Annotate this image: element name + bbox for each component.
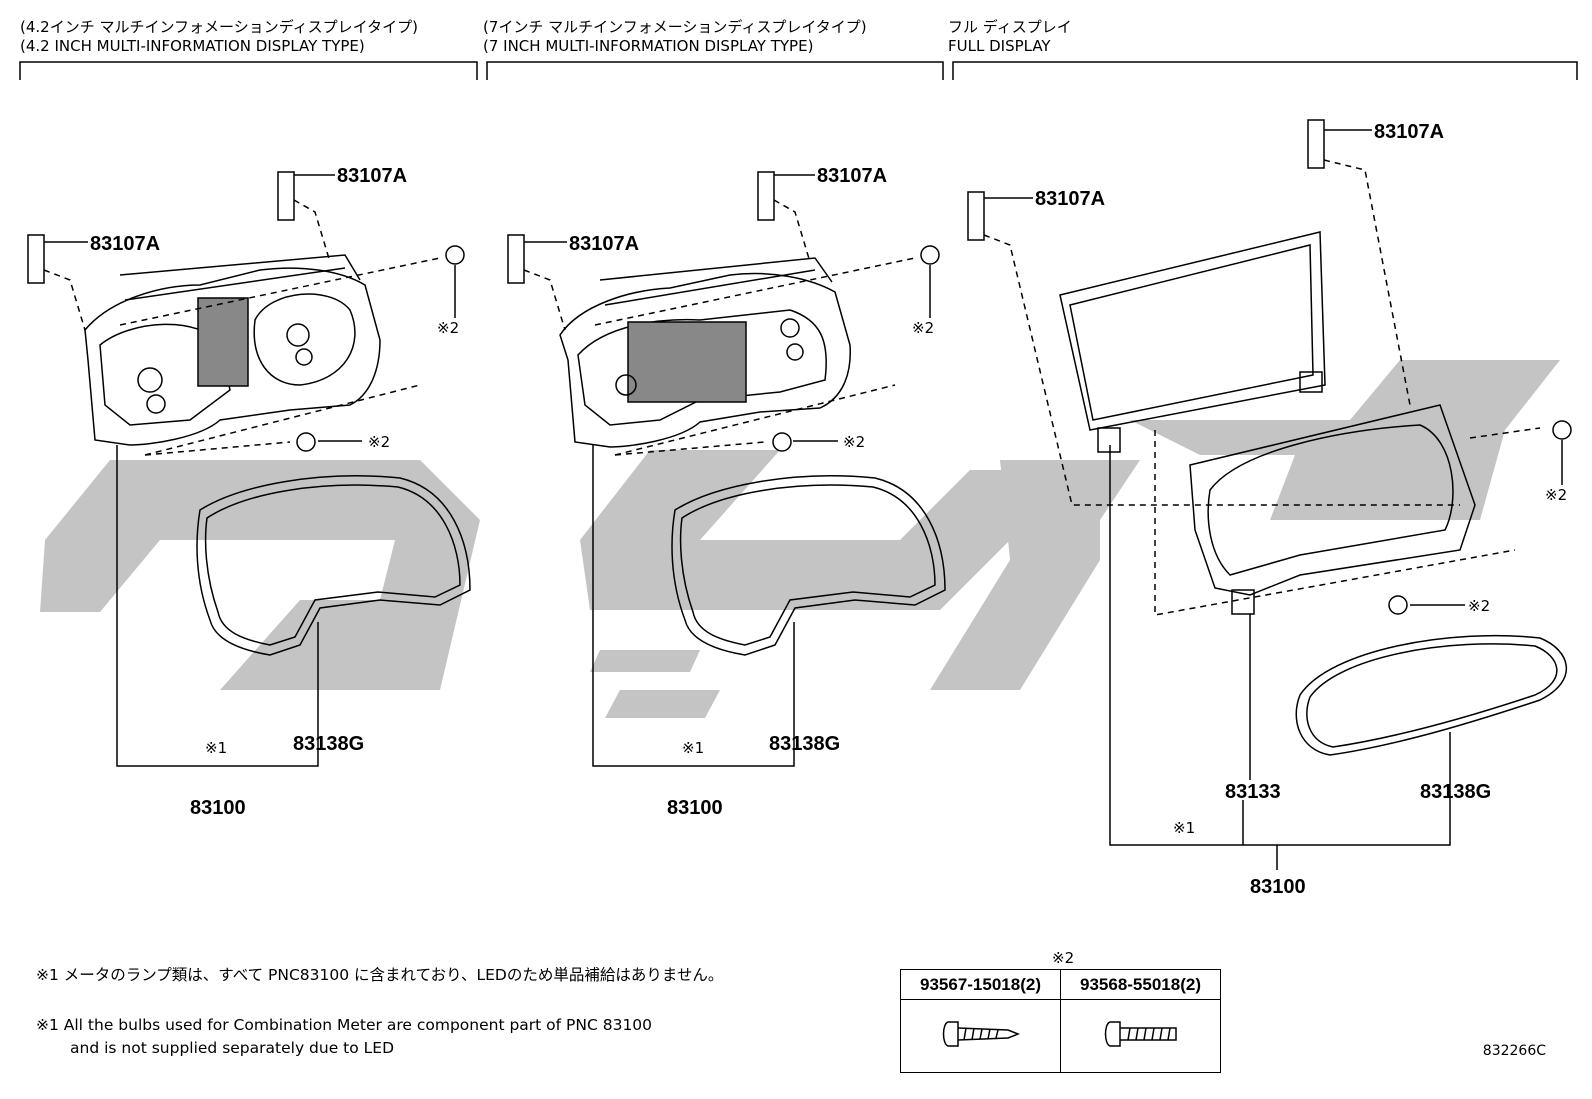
meter-7-inch — [559, 257, 851, 448]
section-header-en: FULL DISPLAY — [948, 37, 1051, 55]
part-label-83107a: 83107A — [1374, 121, 1444, 143]
mark-bulbs: ※1 — [205, 739, 227, 757]
section-bracket-2 — [486, 61, 944, 80]
mark-screw: ※2 — [843, 433, 865, 451]
bracket-83107a — [967, 119, 1325, 241]
note-jp: ※1 メータのランプ類は、すべて PNC83100 に含まれており、LEDのため… — [36, 966, 724, 984]
note-en-line1: ※1 All the bulbs used for Combination Me… — [36, 1016, 653, 1034]
leader-83100-2 — [592, 445, 795, 767]
note-marks: ※2 ※2 ※1 ※2 ※2 ※1 ※2 ※2 ※1 — [205, 319, 1567, 837]
diagram-code: 832266C — [1482, 1043, 1546, 1059]
bracket-83107a — [507, 171, 775, 284]
screw-icon — [920, 245, 940, 265]
note-en-line2: and is not supplied separately due to LE… — [70, 1039, 395, 1057]
lens-cover-83138g — [1295, 634, 1568, 756]
mark-screw: ※2 — [437, 319, 459, 337]
part-label-83100: 83100 — [667, 797, 723, 819]
part-labels: 83107A 83107A 83138G 83100 83107A 83107A… — [90, 121, 1491, 898]
section-header-jp: (7インチ マルチインフォメーションディスプレイタイプ) — [483, 18, 867, 36]
screw-illustration-cell — [900, 999, 1061, 1073]
section-bracket-1 — [19, 61, 478, 80]
part-label-83107a: 83107A — [90, 233, 160, 255]
screw-icon — [296, 432, 316, 452]
screw-icon — [772, 432, 792, 452]
machine-screw-icon — [1104, 1021, 1177, 1047]
section-header-7-inch: (7インチ マルチインフォメーションディスプレイタイプ) (7 INCH MUL… — [483, 18, 867, 56]
mark-screw: ※2 — [1545, 486, 1567, 504]
part-label-83107a: 83107A — [817, 165, 887, 187]
bracket-83107a — [27, 171, 295, 284]
tapping-screw-icon — [942, 1021, 1020, 1047]
part-label-83138g: 83138G — [769, 733, 840, 755]
section-bracket-3 — [952, 61, 1578, 80]
section-header-4-2-inch: (4.2インチ マルチインフォメーションディスプレイタイプ) (4.2 INCH… — [20, 18, 418, 56]
part-label-83133: 83133 — [1225, 781, 1281, 803]
section-header-full-display: フル ディスプレイ FULL DISPLAY — [948, 18, 1072, 56]
part-label-83107a: 83107A — [569, 233, 639, 255]
part-label-83100: 83100 — [1250, 876, 1306, 898]
section-header-en: (7 INCH MULTI-INFORMATION DISPLAY TYPE) — [483, 37, 814, 55]
part-label-83138g: 83138G — [1420, 781, 1491, 803]
screw-part-number: 93567-15018(2) — [900, 969, 1061, 1000]
lens-cover-83138g — [196, 475, 471, 656]
screw-table: 93567-15018(2) 93568-55018(2) — [900, 969, 1221, 1073]
leader-dashed-1 — [43, 199, 441, 456]
part-label-83138g: 83138G — [293, 733, 364, 755]
leader-83100-1 — [116, 445, 319, 767]
mark-screw: ※2 — [912, 319, 934, 337]
mark-screw: ※2 — [1468, 597, 1490, 615]
part-label-83100: 83100 — [190, 797, 246, 819]
mark-screw: ※2 — [368, 433, 390, 451]
screw-icon — [1552, 420, 1572, 440]
display-panel — [1059, 231, 1326, 453]
meter-case-83133 — [1189, 404, 1476, 615]
part-label-83107a: 83107A — [1035, 188, 1105, 210]
leader-dashed-2 — [523, 199, 916, 456]
leader-83100-3 — [1109, 445, 1451, 846]
screw-icon — [1388, 595, 1408, 615]
screw-table-title: ※2 — [1052, 949, 1075, 967]
section-header-jp: フル ディスプレイ — [948, 18, 1072, 36]
screw-icon — [445, 245, 465, 265]
mark-bulbs: ※1 — [1173, 819, 1195, 837]
section-header-en: (4.2 INCH MULTI-INFORMATION DISPLAY TYPE… — [20, 37, 365, 55]
lens-cover-83138g — [671, 475, 946, 656]
section-header-jp: (4.2インチ マルチインフォメーションディスプレイタイプ) — [20, 18, 418, 36]
screw-illustration-cell — [1060, 999, 1221, 1073]
screw-part-number: 93568-55018(2) — [1060, 969, 1221, 1000]
leader-dashed-3 — [983, 159, 1541, 616]
meter-4-2-inch — [84, 254, 381, 446]
mark-bulbs: ※1 — [682, 739, 704, 757]
part-label-83107a: 83107A — [337, 165, 407, 187]
